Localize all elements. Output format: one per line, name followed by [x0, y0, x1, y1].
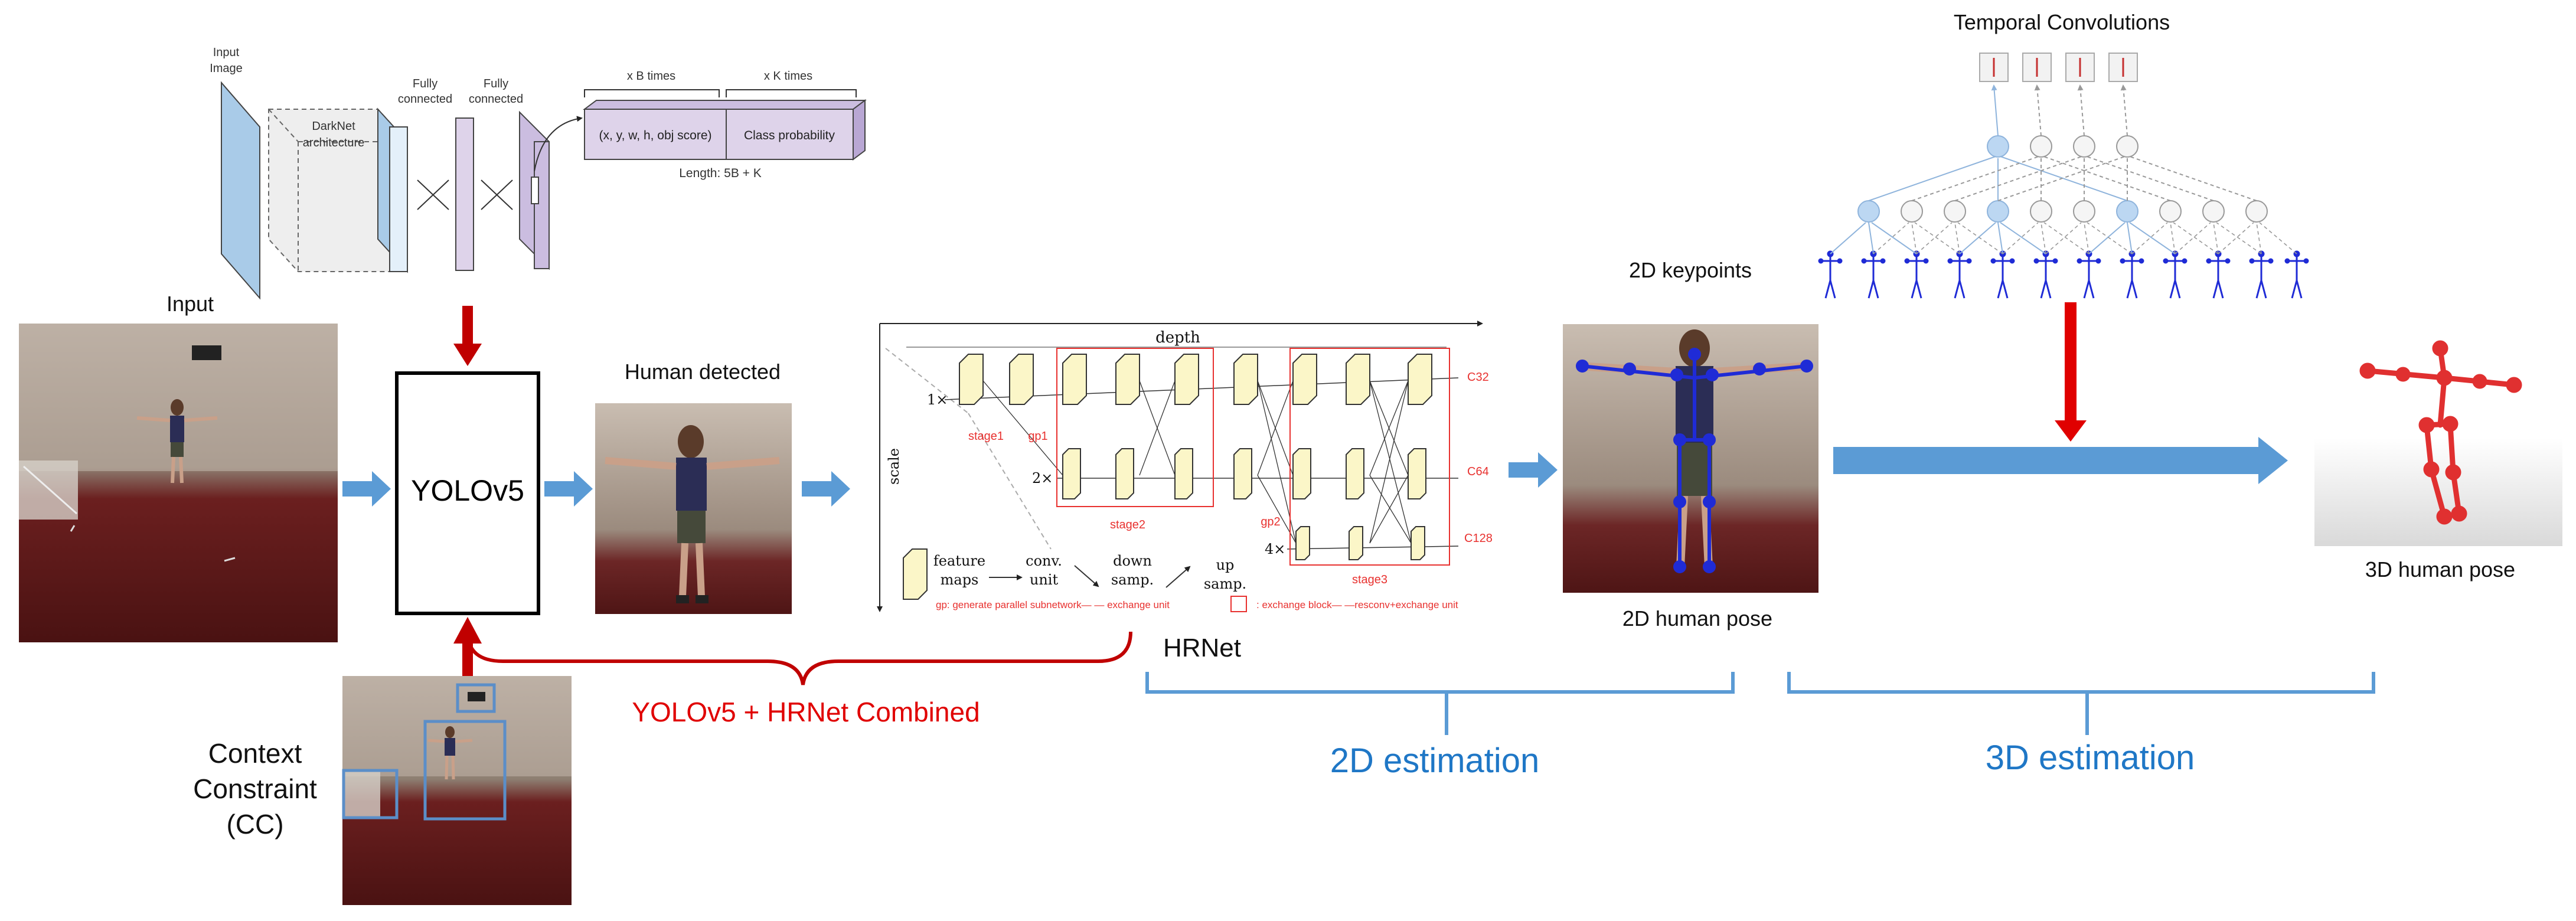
- stage3-box: [1289, 348, 1450, 566]
- stage2-box: [1056, 348, 1214, 507]
- legend-exchange-note: : exchange block— —resconv+exchange unit: [1256, 599, 1458, 610]
- cc-label-2: Constraint: [193, 773, 317, 804]
- hrnet-row3-blocks: [1295, 526, 1425, 560]
- hrnet-diagram: depth scale 1× 2× 4×: [877, 321, 1493, 612]
- cc-bounding-boxes: [342, 683, 507, 821]
- legend-feature-maps: feature: [933, 553, 985, 569]
- c64-label: C64: [1467, 465, 1489, 478]
- person-head: [171, 399, 184, 416]
- cc-label-1: Context: [208, 738, 302, 769]
- temporal-conv-title: Temporal Convolutions: [1954, 10, 2170, 34]
- legend-gp-note: gp: generate parallel subnetwork— — exch…: [936, 599, 1170, 610]
- class-cell-text: Class probability: [744, 129, 835, 142]
- input-image-plane: [221, 81, 260, 300]
- xk-times-label: x K times: [764, 70, 812, 83]
- hrnet-legend: feature maps conv. unit down samp. up sa…: [903, 548, 1458, 612]
- arrow-detected-to-hrnet: [802, 471, 850, 507]
- darknet-label: DarkNet: [312, 120, 355, 133]
- red-arrow-into-yolo: [453, 306, 482, 366]
- gp1-label: gp1: [1028, 430, 1047, 443]
- bracket-3d: [1787, 672, 2375, 735]
- legend-down: down: [1113, 553, 1152, 569]
- input-photo: [19, 324, 338, 642]
- red-arrow-cc-to-yolo: [453, 617, 482, 676]
- hrnet-exchange-lines: [982, 380, 1412, 544]
- bracket-2d: [1145, 672, 1735, 735]
- row-1x-label: 1×: [927, 391, 948, 408]
- class-prob-cell: [726, 109, 854, 160]
- input-image-label-2: Image: [210, 62, 243, 75]
- hrnet-row1-blocks: [959, 354, 1432, 405]
- output-tensor-top: [583, 100, 867, 110]
- yolo-architecture-diagram: Input Image DarkNet architecture Fully c…: [210, 46, 867, 300]
- fc1-label: Fully: [413, 77, 438, 90]
- arrow-hrnet-to-2dpose: [1509, 452, 1558, 488]
- hrnet-label: HRNet: [1163, 633, 1241, 662]
- yolo-label: YOLOv5: [411, 474, 524, 507]
- c32-label: C32: [1467, 371, 1489, 384]
- stage1-label: stage1: [968, 430, 1004, 443]
- legend-conv-2: unit: [1030, 571, 1059, 588]
- legend-up: up: [1216, 557, 1235, 573]
- row-4x-label: 4×: [1265, 541, 1285, 557]
- est-2d-label: 2D estimation: [1330, 742, 1540, 780]
- fc2-label-2: connected: [469, 93, 523, 106]
- legend-conv: conv.: [1026, 553, 1062, 569]
- combined-label: YOLOv5 + HRNet Combined: [632, 697, 980, 727]
- red-arrow-into-3d: [2055, 302, 2087, 442]
- human-detected-photo: [595, 403, 792, 614]
- cc-photo: [342, 676, 572, 905]
- pose-3d-render: [2314, 340, 2562, 546]
- hrnet-depth-label: depth: [1155, 329, 1200, 347]
- fc1-label-2: connected: [398, 93, 452, 106]
- input-image-label: Input: [213, 46, 240, 59]
- temporal-conv-network: [1818, 53, 2309, 299]
- cc-label-3: (CC): [226, 809, 283, 840]
- stage2-label: stage2: [1110, 518, 1145, 531]
- legend-up-2: samp.: [1204, 576, 1246, 592]
- fc1-block: [455, 117, 474, 271]
- xb-times-label: x B times: [627, 70, 675, 83]
- human-detected-title: Human detected: [625, 360, 781, 384]
- pose-2d-skeleton: [1576, 348, 1813, 573]
- output-3d-cubes: [1979, 53, 2138, 82]
- est-3d-label: 3D estimation: [1986, 739, 2195, 777]
- legend-down-2: samp.: [1111, 571, 1154, 588]
- stage3-label: stage3: [1352, 573, 1387, 586]
- arrow-yolo-to-detected: [544, 471, 593, 507]
- arrow-input-to-yolo: [342, 471, 391, 507]
- darknet-label-2: architecture: [303, 136, 365, 149]
- row-2x-label: 2×: [1032, 470, 1053, 486]
- fc2-label: Fully: [484, 77, 508, 90]
- layer1-nodes: [1857, 200, 2268, 223]
- legend-feature-maps-2: maps: [941, 571, 979, 588]
- hrnet-row2-blocks: [1062, 448, 1426, 499]
- hrnet-scale-label: scale: [886, 448, 902, 485]
- pose-2d-title: 2D human pose: [1622, 606, 1772, 631]
- gp2-label: gp2: [1261, 515, 1280, 528]
- bbox-cell: [584, 109, 727, 160]
- pose-2d-photo: [1563, 324, 1818, 593]
- keypoints-2d-title: 2D keypoints: [1629, 258, 1752, 282]
- bbox-cell-text: (x, y, w, h, obj score): [599, 129, 712, 142]
- layer2-nodes: [1987, 135, 2138, 158]
- arrow-2d-to-3d: [1833, 437, 2288, 484]
- input-title: Input: [166, 292, 214, 316]
- yolo-box: [395, 371, 540, 615]
- pose-3d-title: 3D human pose: [2365, 557, 2515, 582]
- length-label: Length: 5B + K: [679, 166, 762, 180]
- c128-label: C128: [1464, 532, 1493, 545]
- combined-bracket: [466, 631, 1132, 685]
- input-skeletons: [1818, 250, 2309, 299]
